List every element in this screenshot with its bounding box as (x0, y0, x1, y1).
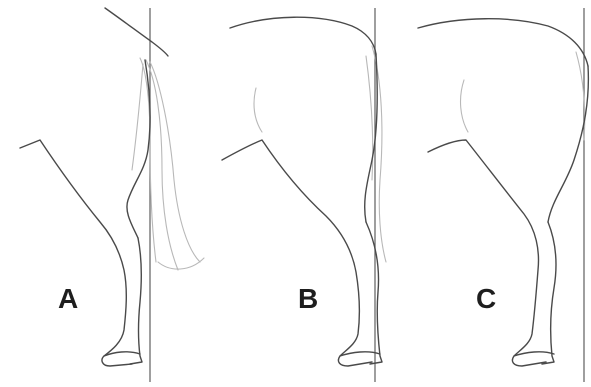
tail-a-2 (146, 60, 178, 270)
back-line-b (230, 17, 376, 54)
back-line-a (105, 8, 168, 56)
tail-b-1 (372, 46, 386, 262)
tail-a-3 (150, 62, 200, 262)
buttock-line-c (548, 66, 588, 222)
panel-c: C (418, 8, 588, 382)
panel-label-a: A (58, 283, 78, 314)
panel-label-b: B (298, 283, 318, 314)
rear-leg-line-b (366, 222, 382, 364)
front-leg-line-a (20, 140, 132, 366)
tail-a-5 (158, 258, 204, 269)
rear-leg-line-a (130, 238, 142, 364)
thigh-sketch-b (254, 88, 262, 132)
hoof-b (340, 352, 380, 356)
tail-a-4 (132, 64, 143, 170)
back-line-c (418, 19, 588, 66)
thigh-sketch-c (461, 80, 468, 132)
rear-leg-line-c (542, 222, 556, 364)
front-leg-line-c (428, 140, 546, 366)
panel-a: A (20, 8, 204, 382)
front-leg-line-b (222, 140, 372, 366)
tail-a-1 (140, 58, 156, 262)
panel-label-c: C (476, 283, 496, 314)
panel-b: B (222, 8, 386, 382)
hoof-c (514, 352, 554, 356)
